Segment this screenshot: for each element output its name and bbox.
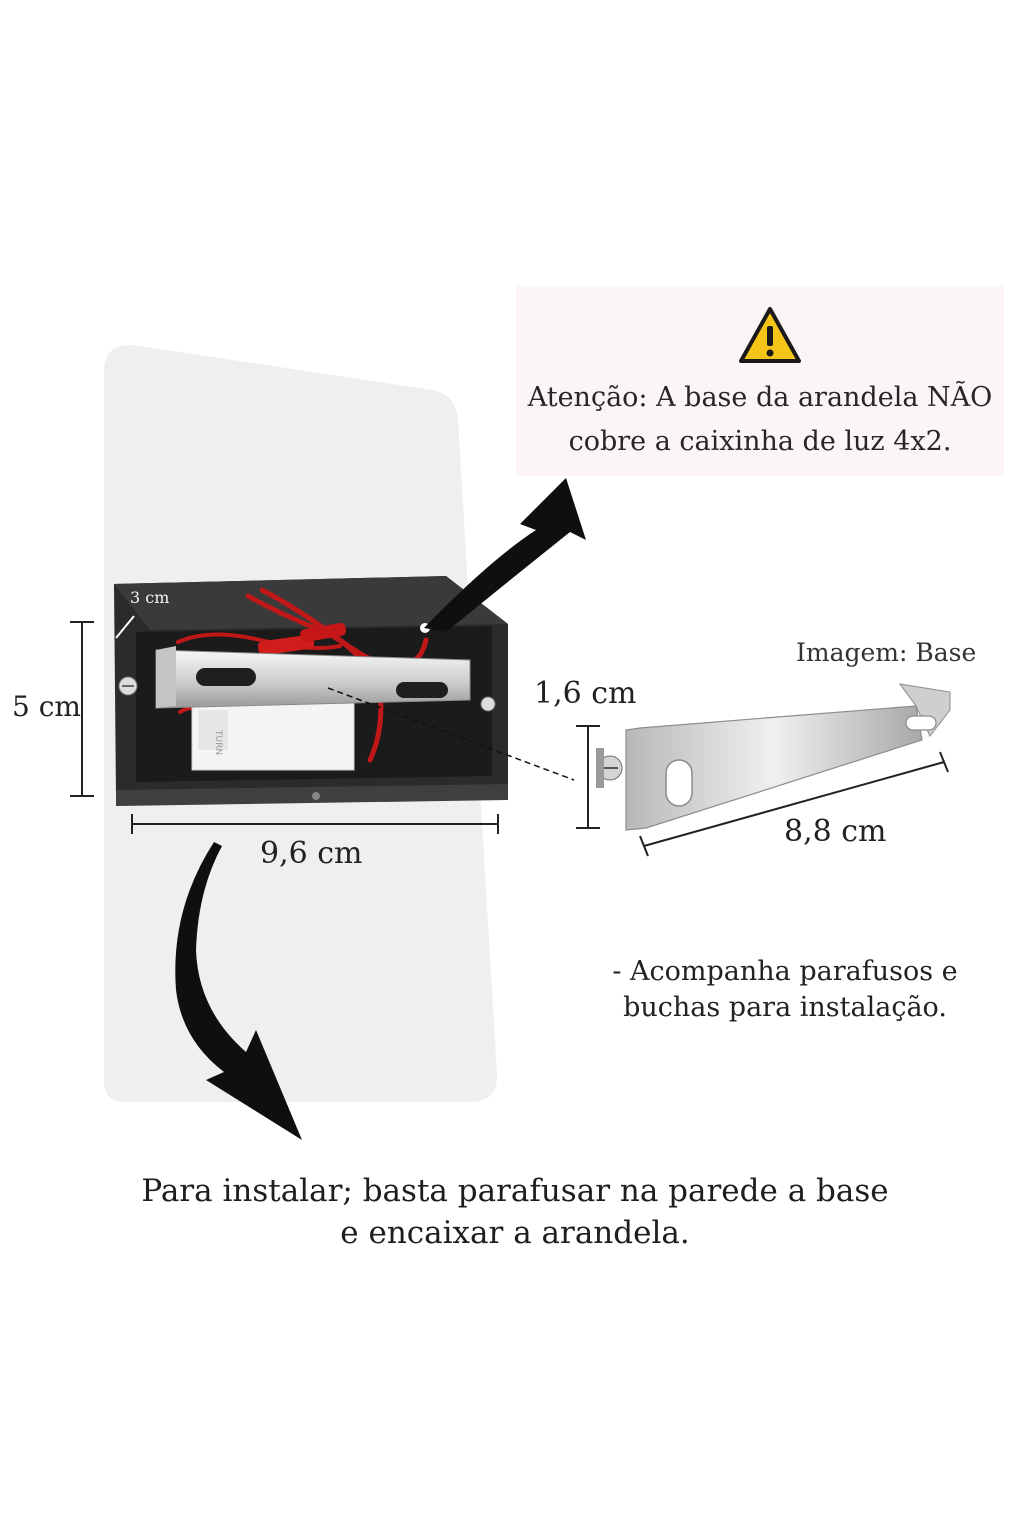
led-driver: TURN <box>191 699 355 771</box>
svg-text:TURN: TURN <box>213 729 223 755</box>
arrow-up-icon <box>424 478 586 632</box>
height-label: 5 cm <box>12 690 81 723</box>
warning-line-1: Atenção: A base da arandela NÃO <box>527 382 993 413</box>
bracket-caption: Imagem: Base <box>796 638 977 667</box>
warning-line-2: cobre a caixinha de luz 4x2. <box>568 426 952 457</box>
bracket-height-label: 1,6 cm <box>534 676 637 711</box>
dimension-lines <box>70 615 949 857</box>
base-bracket <box>596 683 951 831</box>
instructions-line-1: Para instalar; basta parafusar na parede… <box>141 1173 889 1209</box>
installation-instructions: Para instalar; basta parafusar na parede… <box>80 1170 950 1254</box>
arrow-down-icon <box>175 842 302 1140</box>
warning-triangle-icon <box>739 307 801 363</box>
warning-panel <box>516 286 1004 476</box>
warning-text: Atenção: A base da arandela NÃO cobre a … <box>510 376 1010 464</box>
accessories-line-1: - Acompanha parafusos e <box>612 956 958 987</box>
bracket-length-label: 8,8 cm <box>784 814 887 849</box>
depth-label: 3 cm <box>130 588 170 607</box>
accessories-line-2: buchas para instalação. <box>623 992 947 1023</box>
width-label: 9,6 cm <box>260 836 363 871</box>
accessories-note: - Acompanha parafusos e buchas para inst… <box>590 954 980 1026</box>
instructions-line-2: e encaixar a arandela. <box>340 1215 690 1251</box>
bracket-in-box <box>118 646 496 712</box>
